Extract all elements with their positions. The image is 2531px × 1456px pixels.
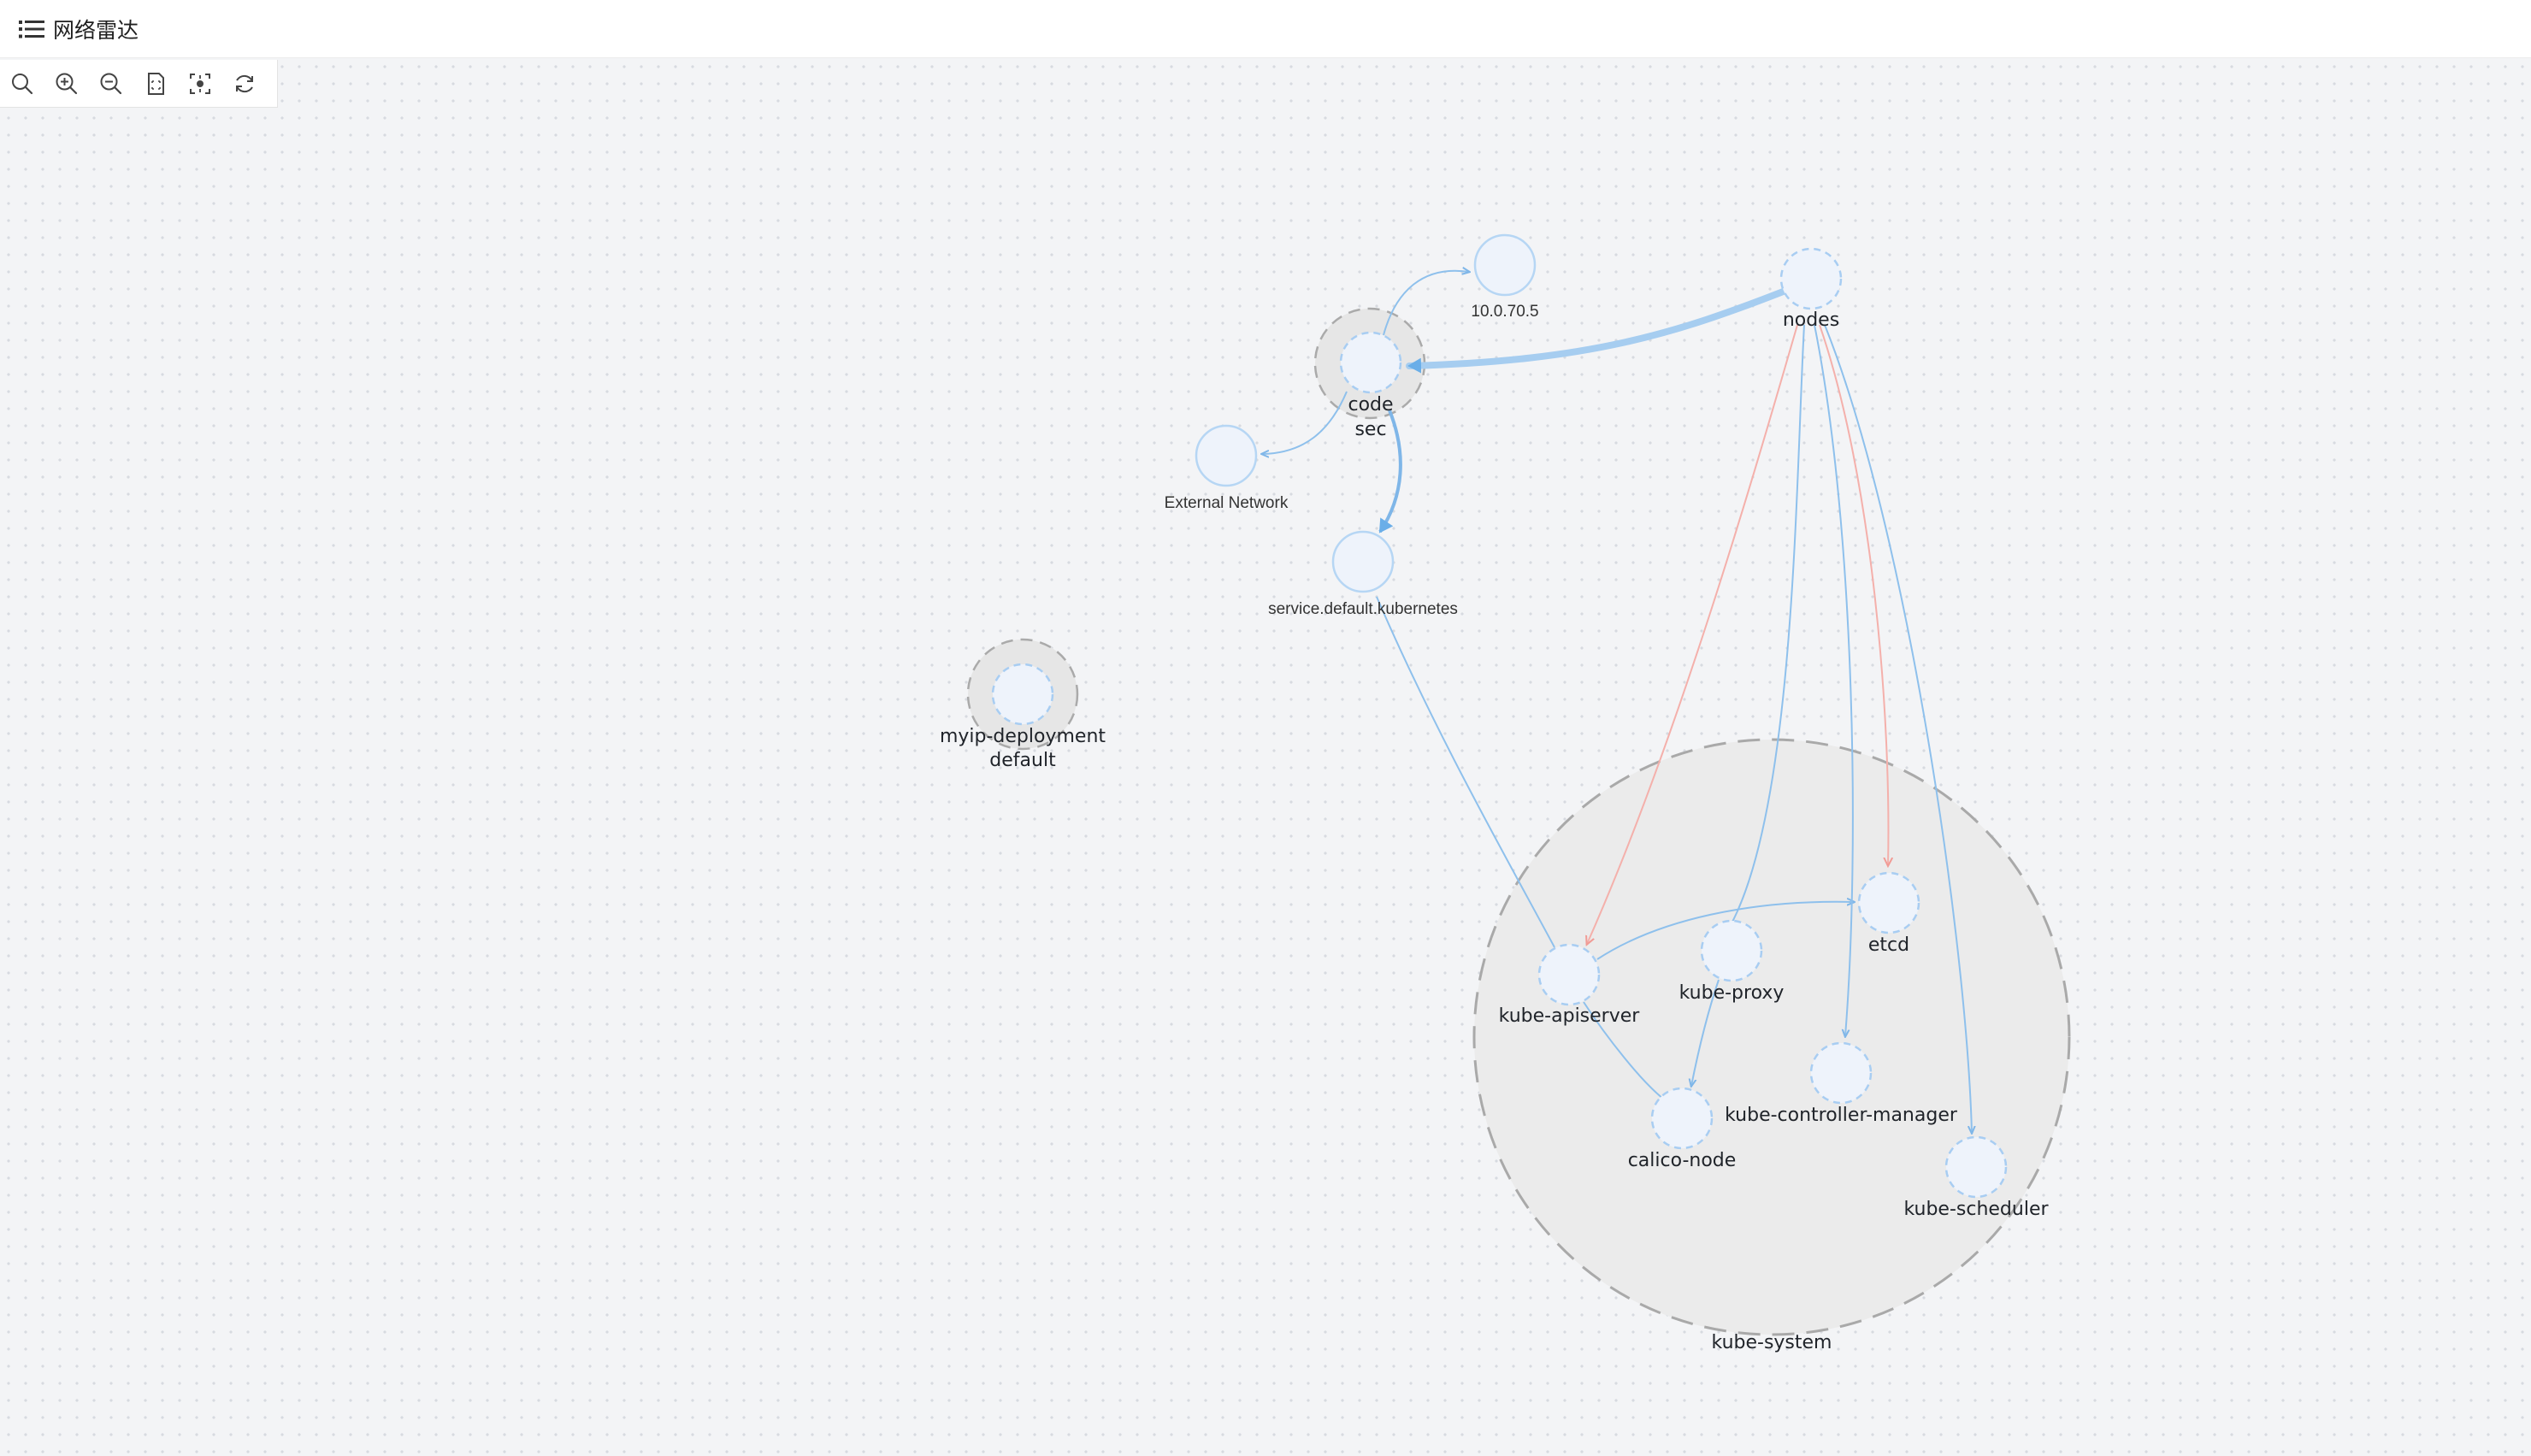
svg-text:calico-node: calico-node [1628,1150,1737,1171]
zoom-out-icon [100,73,122,94]
node-code-sec[interactable]: code sec [1339,331,1402,440]
edge-apiserver-to-calico[interactable] [1583,1001,1664,1099]
svg-text:default: default [989,750,1056,771]
edge-nodes-to-apiserver[interactable] [1587,324,1798,944]
refresh-icon [236,74,253,92]
zoom-in-icon [56,73,78,94]
edge-nodes-to-scheduler[interactable] [1824,324,1972,1133]
svg-text:10.0.70.5: 10.0.70.5 [1471,303,1538,321]
node-etcd[interactable]: etcd [1857,871,1920,956]
node-kube-apiserver[interactable]: kube-apiserver [1499,943,1641,1027]
edge-apiserver-to-etcd[interactable] [1596,902,1854,960]
edge-code-to-service[interactable] [1378,410,1402,533]
edge-code-to-ip[interactable] [1383,271,1469,336]
search-icon [12,73,33,94]
zoom-out-button[interactable] [97,70,125,97]
search-button[interactable] [9,70,36,97]
graph-toolbar [0,60,278,108]
svg-text:kube-scheduler: kube-scheduler [1903,1199,2049,1220]
svg-text:nodes: nodes [1783,309,1839,331]
node-kube-scheduler[interactable]: kube-scheduler [1903,1135,2049,1220]
edge-nodes-to-etcd[interactable] [1819,324,1888,865]
svg-text:etcd: etcd [1868,934,1909,956]
edge-nodes-to-code[interactable] [1406,287,1789,374]
svg-text:kube-controller-manager: kube-controller-manager [1725,1105,1958,1126]
svg-text:kube-apiserver: kube-apiserver [1499,1005,1641,1027]
svg-text:kube-proxy: kube-proxy [1679,982,1785,1004]
group-label-kube-system: kube-system [1712,1332,1832,1353]
graph-canvas[interactable] [0,58,2531,1456]
svg-text:myip-deployment: myip-deployment [940,726,1106,747]
edge-nodes-to-controller-manager[interactable] [1814,324,1854,1036]
edge-kube-proxy-to-calico[interactable] [1691,979,1720,1086]
center-focus-icon [190,73,210,94]
node-external-network[interactable]: External Network [1165,424,1289,512]
edge-code-to-external[interactable] [1262,391,1348,454]
page-title: 网络雷达 [53,17,139,43]
menu-icon[interactable] [19,19,44,39]
node-kube-controller-manager[interactable]: kube-controller-manager [1725,1041,1958,1126]
refresh-button[interactable] [231,70,258,97]
node-kube-proxy[interactable]: kube-proxy [1679,919,1785,1004]
node-myip-deployment[interactable]: myip-deployment default [940,663,1106,771]
svg-text:service.default.kubernetes: service.default.kubernetes [1268,600,1458,618]
node-nodes[interactable]: nodes [1779,247,1843,331]
fit-page-icon [148,72,164,95]
zoom-in-button[interactable] [53,70,80,97]
fit-page-button[interactable] [142,70,169,97]
center-focus-button[interactable] [186,70,214,97]
node-service-default-kubernetes[interactable]: service.default.kubernetes [1268,530,1458,618]
edge-nodes-to-kube-proxy[interactable] [1730,324,1805,926]
svg-text:code: code [1348,394,1393,416]
group-kube-system[interactable] [1472,738,2071,1336]
edge-apiserver-to-service[interactable] [1376,596,1555,948]
node-calico-node[interactable]: calico-node [1628,1087,1737,1171]
svg-text:External Network: External Network [1165,494,1289,512]
svg-text:sec: sec [1354,419,1386,440]
node-ip[interactable]: 10.0.70.5 [1471,233,1539,321]
app-header: 网络雷达 [0,0,2531,58]
